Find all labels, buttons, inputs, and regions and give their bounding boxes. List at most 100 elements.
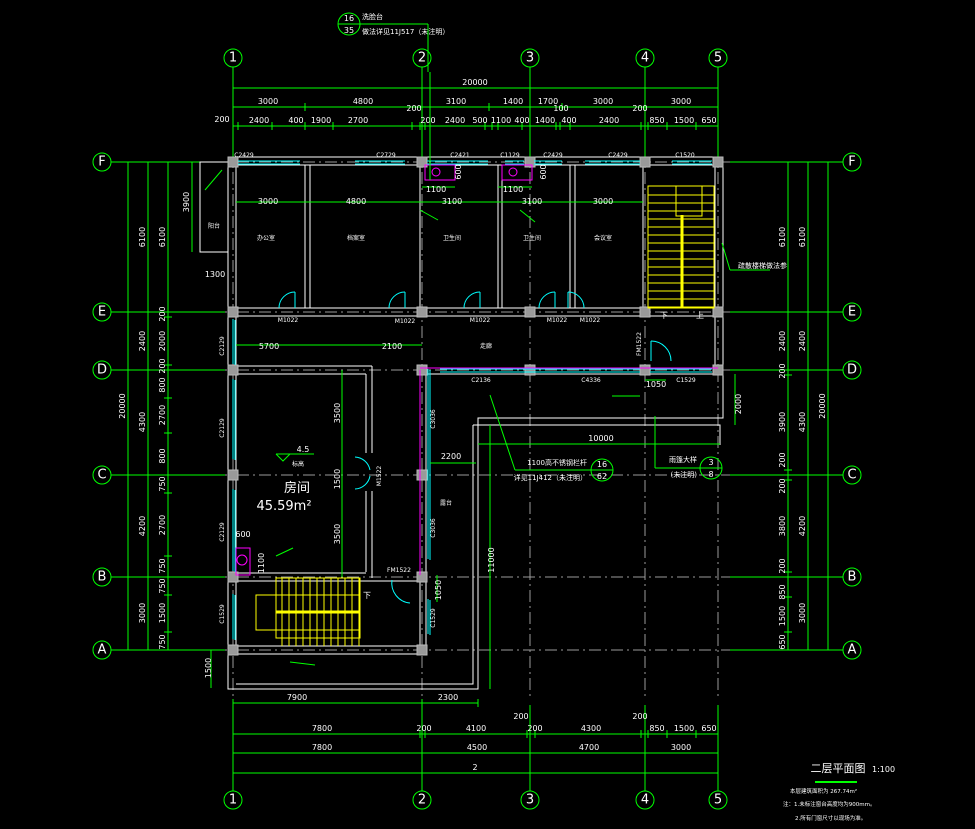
dimension-text: 200 — [158, 358, 167, 373]
dimension-text: 400 — [514, 116, 529, 125]
axis-label-B: B — [848, 570, 857, 585]
room-name: 房间 — [284, 480, 310, 496]
dimension-text: 3000 — [138, 603, 147, 623]
dimension-text: 3100 — [522, 197, 542, 206]
axis-bubble — [92, 302, 112, 322]
dimension-text: 6100 — [778, 227, 787, 247]
dimension-text: 1100 — [257, 553, 266, 573]
callout-text: 雨篷大样 — [669, 455, 697, 464]
callout-text: (未注明) — [671, 470, 698, 479]
arrow-mark — [289, 661, 316, 666]
dimension-text: 4300 — [138, 412, 147, 432]
dimension-text: 2400 — [778, 331, 787, 351]
dimension-text: 4800 — [353, 97, 373, 106]
dimension-text: 4200 — [138, 516, 147, 536]
dimension-text: 2 — [472, 763, 477, 772]
column — [416, 571, 428, 583]
dimension-text: 1400 — [535, 116, 555, 125]
dimension-text: 1100 — [503, 185, 523, 194]
dimension-text: 2000 — [734, 394, 743, 414]
dimension-text: 3000 — [258, 197, 278, 206]
dimension-text: 200 — [513, 712, 528, 721]
dimension-text: 1900 — [311, 116, 331, 125]
dimension-text: 3000 — [593, 197, 613, 206]
axis-bubble — [92, 152, 112, 172]
dimension-text: 1700 — [538, 97, 558, 106]
dimension-text: 3000 — [671, 97, 691, 106]
elevation-note: 标高 — [292, 460, 304, 468]
dimension-text: 2400 — [138, 331, 147, 351]
detail-callout-number: 16 — [344, 14, 354, 23]
window-label: C1520 — [675, 152, 695, 159]
dimension-text: 4200 — [798, 516, 807, 536]
axis-label-5: 5 — [714, 793, 722, 808]
door-swing — [391, 579, 411, 604]
dimension-text: 4300 — [798, 412, 807, 432]
dimension-text: 200 — [778, 452, 787, 467]
dimension-text: 10000 — [588, 434, 613, 443]
dimension-text: 1500 — [158, 603, 167, 623]
room-label-corridor: 走廊 — [480, 342, 492, 350]
room-area: 45.59m² — [256, 499, 311, 514]
dimension-text: 200 — [158, 306, 167, 321]
column — [227, 571, 239, 583]
dimension-text: 1300 — [205, 270, 225, 279]
door-label: M1022 — [547, 317, 568, 324]
axis-bubble — [92, 360, 112, 380]
axis-label-1: 1 — [229, 793, 237, 808]
door-label: M1522 — [376, 466, 383, 487]
dimension-text: 20000 — [818, 393, 827, 418]
door-label: M1022 — [470, 317, 491, 324]
dimension-text: 2000 — [158, 331, 167, 351]
room-label: 档案室 — [347, 234, 365, 242]
axis-label-A: A — [848, 643, 857, 658]
arrow-mark — [519, 209, 536, 223]
dimension-text: 850 — [649, 724, 664, 733]
axis-bubble — [708, 790, 728, 810]
door-swing — [567, 291, 585, 309]
washbasin-bowl — [508, 167, 518, 177]
axis-bubble — [842, 640, 862, 660]
dimension-text: 3500 — [333, 524, 342, 544]
column — [416, 644, 428, 656]
window-label: C2429 — [608, 152, 628, 159]
detail-callout-number: 3 — [708, 458, 713, 467]
window-label: C1529 — [219, 604, 226, 624]
dimension-text: 7800 — [312, 743, 332, 752]
dimension-text: 3800 — [778, 516, 787, 536]
dimension-text: 2700 — [158, 515, 167, 535]
window-label: C2429 — [234, 152, 254, 159]
dimension-text: 1500 — [778, 606, 787, 626]
axis-bubble — [520, 790, 540, 810]
dimension-text: 650 — [701, 724, 716, 733]
window-label: C2129 — [219, 522, 226, 542]
window-label: C1529 — [430, 608, 437, 628]
stair-down-label: 下 — [363, 591, 371, 600]
dimension-text: 1500 — [674, 724, 694, 733]
dimension-text: 1050 — [434, 580, 443, 600]
window-label: C2129 — [219, 336, 226, 356]
dimension-text: 3100 — [446, 97, 466, 106]
dimension-text: 4300 — [581, 724, 601, 733]
door-swing — [388, 291, 406, 309]
dimension-text: 750 — [158, 634, 167, 649]
axis-bubble — [412, 48, 432, 68]
axis-bubble — [708, 48, 728, 68]
axis-bubble — [842, 152, 862, 172]
callout-text: 1100高不锈钢栏杆 — [527, 458, 587, 467]
terrace-parapet — [473, 424, 721, 445]
axis-label-C: C — [97, 468, 106, 483]
axis-label-F: F — [98, 155, 105, 170]
axis-bubble — [842, 360, 862, 380]
drawing-scale: 1:100 — [872, 765, 895, 774]
dimension-text: 3900 — [778, 412, 787, 432]
axis-label-D: D — [847, 363, 857, 378]
window-label: C3036 — [430, 409, 437, 429]
dimension-text: 600 — [539, 164, 548, 179]
dimension-text: 2700 — [158, 405, 167, 425]
column — [712, 156, 724, 168]
dimension-text: 200 — [527, 724, 542, 733]
dimension-text: 850 — [778, 584, 787, 599]
window-label: C1129 — [500, 152, 520, 159]
exterior-wall-outline — [227, 156, 724, 690]
